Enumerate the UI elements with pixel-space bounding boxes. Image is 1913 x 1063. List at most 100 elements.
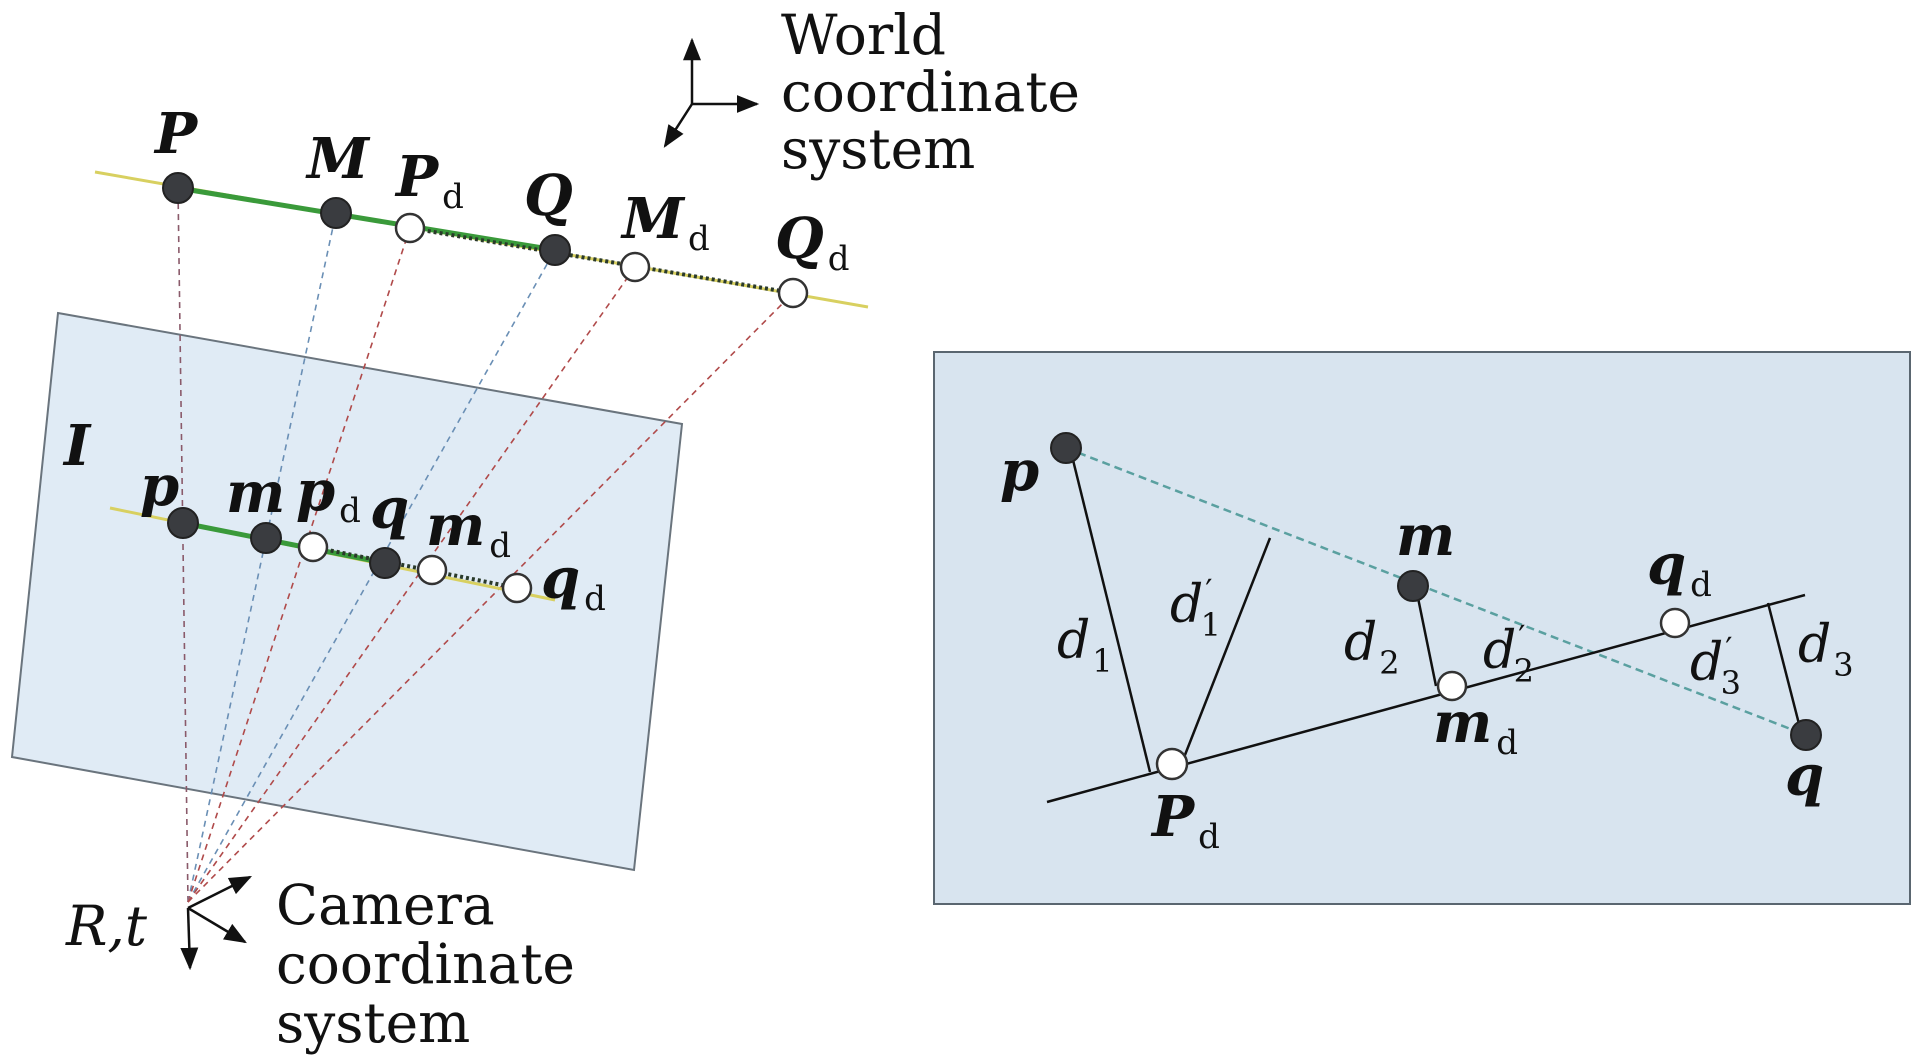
point-md (416, 554, 448, 586)
point-Q (539, 234, 571, 266)
label-d1p-main: d (1170, 575, 1203, 635)
label-p: p (140, 453, 179, 519)
camera-pose-label: R,t (65, 894, 148, 958)
label-d2p-sub: 2 (1514, 652, 1534, 690)
image-segment-pq (182, 520, 386, 566)
ray-M (187, 212, 337, 903)
label-d3p-sub: 3 (1721, 664, 1741, 702)
point-Pd (394, 212, 426, 244)
world-caption-line3: system (781, 117, 975, 181)
panel-label-Pd-main: P (1150, 784, 1196, 850)
camera-caption-line3: system (276, 991, 470, 1055)
point-q (369, 547, 401, 579)
label-d2-sub: 2 (1379, 644, 1399, 682)
label-d2-prime: d′2 (1483, 618, 1534, 690)
world-segment-PQ (177, 185, 556, 253)
label-d1-main: d (1057, 611, 1090, 671)
world-caption-line1: World (781, 3, 946, 67)
world-caption-line2: coordinate (781, 60, 1080, 124)
label-d3-prime: d′3 (1690, 630, 1741, 702)
point-p (167, 507, 199, 539)
ray-Q (187, 249, 556, 903)
label-d3: d3 (1798, 615, 1854, 684)
image-points (167, 507, 533, 604)
world-segment-PdQd (409, 226, 794, 295)
label-d1-sub: 1 (1092, 642, 1112, 680)
panel-label-md-sub: d (1496, 723, 1518, 763)
panel-label-qd-sub: d (1690, 565, 1712, 605)
label-pd-main: p (296, 458, 335, 524)
panel-point-qd (1659, 607, 1691, 639)
label-Md-sub: d (688, 219, 710, 259)
label-Qd-main: Q (775, 206, 824, 272)
image-segment-pdqd (312, 545, 518, 590)
label-d3-main: d (1798, 615, 1831, 675)
panel-points (1050, 432, 1822, 781)
segment-d1 (1071, 459, 1152, 773)
panel-label-q: q (1785, 743, 1824, 809)
segment-pq-dashed (1065, 446, 1807, 737)
label-d2-main: d (1344, 613, 1377, 673)
camera-projection-view: I (10, 3, 1080, 1055)
panel-point-q (1790, 719, 1822, 751)
camera-axis-right (187, 875, 253, 910)
label-md-main: m (426, 493, 485, 559)
label-Qd-sub: d (828, 239, 850, 279)
label-q: q (370, 476, 409, 542)
label-qd-sub: d (584, 579, 606, 619)
label-Pd-main: P (394, 144, 440, 210)
camera-caption-line1: Camera (276, 873, 495, 937)
panel-label-qd-main: q (1647, 532, 1686, 598)
projection-rays (177, 187, 794, 903)
label-d3p-prime: ′ (1725, 630, 1732, 668)
label-qd-main: q (541, 546, 580, 612)
label-Pd-sub: d (442, 177, 464, 217)
panel-point-md (1436, 670, 1468, 702)
world-axes-icon (663, 37, 760, 148)
label-d3-sub: 3 (1833, 646, 1853, 684)
world-points (162, 172, 809, 309)
ray-Pd (187, 227, 411, 903)
label-P: P (153, 101, 199, 167)
camera-axes-caption: R,t Camera coordinate system (65, 873, 575, 1055)
distance-segments (1071, 459, 1801, 773)
camera-axes-icon (180, 875, 253, 971)
point-Md (619, 251, 651, 283)
label-M: M (305, 126, 371, 192)
label-d1p-prime: ′ (1205, 572, 1212, 610)
panel-point-Pd (1155, 747, 1189, 781)
world-axis-diag (663, 103, 694, 148)
ray-Qd (187, 292, 794, 903)
label-m: m (226, 460, 285, 526)
label-md-sub: d (489, 526, 511, 566)
ray-P (177, 187, 189, 903)
label-d2: d2 (1344, 613, 1400, 682)
label-d2p-main: d (1483, 621, 1516, 681)
point-Qd (777, 277, 809, 309)
camera-axis-diag (187, 906, 247, 944)
label-d1-prime: d′1 (1170, 572, 1221, 644)
segment-d3 (1766, 602, 1801, 725)
segment-d1-prime (1181, 537, 1272, 761)
label-d1p-sub: 1 (1201, 606, 1221, 644)
label-Md-main: M (620, 186, 686, 252)
panel-label-Pd-sub: d (1198, 817, 1220, 857)
point-qd (501, 572, 533, 604)
point-P (162, 172, 194, 204)
panel-label-m: m (1396, 503, 1455, 569)
segment-d2 (1414, 587, 1438, 687)
image-plane-label: I (62, 413, 92, 479)
distance-labels: d1 d′1 d2 d′2 d′3 d3 (1057, 572, 1854, 702)
